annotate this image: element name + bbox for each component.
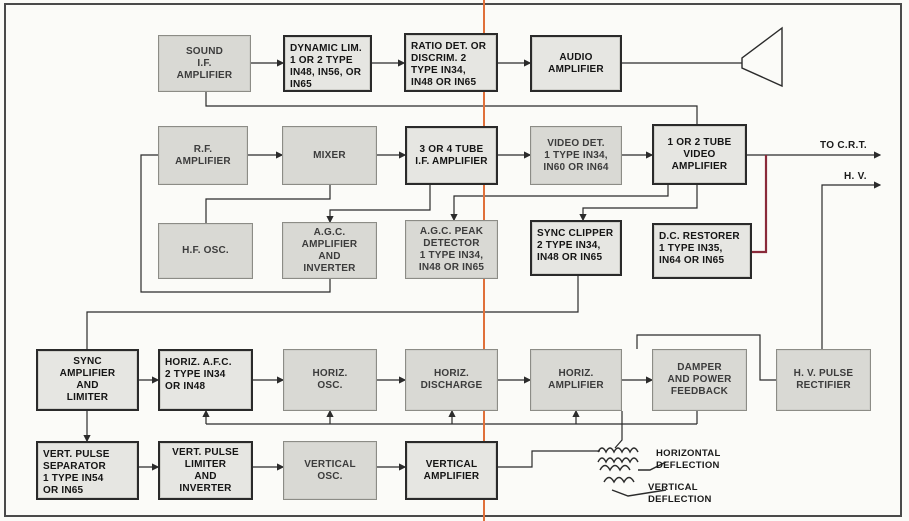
diagram-frame [4, 3, 902, 517]
block-label: AUDIO AMPLIFIER [548, 51, 604, 75]
wire-syncclip-to-syncamp [86, 276, 579, 349]
sync-amplifier-block: SYNC AMPLIFIER AND LIMITER [36, 349, 139, 411]
vert-pulse-separator-block: VERT. PULSE SEPARATOR 1 TYPE IN54 OR IN6… [36, 441, 139, 500]
block-label: DYNAMIC LIM. 1 OR 2 TYPE IN48, IN56, OR … [290, 43, 362, 90]
dc-restorer-block: D.C. RESTORER 1 TYPE IN35, IN64 OR IN65 [652, 223, 752, 279]
ratio-detector-block: RATIO DET. OR DISCRIM. 2 TYPE IN34, IN48… [404, 33, 498, 92]
block-label: RATIO DET. OR DISCRIM. 2 TYPE IN34, IN48… [411, 41, 487, 88]
agc-amplifier-block: A.G.C. AMPLIFIER AND INVERTER [282, 222, 377, 279]
block-label: HORIZ. DISCHARGE [420, 368, 483, 391]
horiz-osc-block: HORIZ. OSC. [283, 349, 377, 411]
hv-pulse-rectifier-block: H. V. PULSE RECTIFIER [776, 349, 871, 411]
wire-hamp-to-yoke [614, 411, 623, 449]
dynamic-limiter-block: DYNAMIC LIM. 1 OR 2 TYPE IN48, IN56, OR … [283, 35, 372, 92]
deflection-coils-icon [597, 447, 667, 497]
block-label: DAMPER AND POWER FEEDBACK [667, 362, 732, 397]
horizontal-deflection-label: HORIZONTAL DEFLECTION [656, 448, 721, 471]
block-label: MIXER [313, 149, 346, 161]
sync-clipper-block: SYNC CLIPPER 2 TYPE IN34, IN48 OR IN65 [530, 220, 622, 276]
vertical-osc-block: VERTICAL OSC. [283, 441, 377, 500]
block-label: D.C. RESTORER 1 TYPE IN35, IN64 OR IN65 [659, 231, 740, 266]
vertical-amplifier-block: VERTICAL AMPLIFIER [405, 441, 498, 500]
audio-amplifier-block: AUDIO AMPLIFIER [530, 35, 622, 92]
horiz-afc-block: HORIZ. A.F.C. 2 TYPE IN34 OR IN48 [158, 349, 253, 411]
wire-vamp-to-yoke [498, 450, 600, 468]
wire-if-to-agc [326, 185, 431, 224]
video-detector-block: VIDEO DET. 1 TYPE IN34, IN60 OR IN64 [530, 126, 622, 185]
wire-hfosc-to-mixer [205, 185, 331, 223]
video-amplifier-block: 1 OR 2 TUBE VIDEO AMPLIFIER [652, 124, 747, 185]
block-label: A.G.C. PEAK DETECTOR 1 TYPE IN34, IN48 O… [418, 225, 485, 273]
wire-videoamp-to-syncclip [579, 185, 698, 222]
block-label: H. V. PULSE RECTIFIER [793, 368, 854, 391]
block-label: VERTICAL OSC. [304, 458, 356, 482]
block-label: A.G.C. AMPLIFIER AND INVERTER [301, 226, 358, 274]
block-label: 1 OR 2 TUBE VIDEO AMPLIFIER [667, 136, 732, 172]
damper-block: DAMPER AND POWER FEEDBACK [652, 349, 747, 411]
horiz-discharge-block: HORIZ. DISCHARGE [405, 349, 498, 411]
block-label: SYNC CLIPPER 2 TYPE IN34, IN48 OR IN65 [537, 228, 614, 263]
block-label: VERT. PULSE LIMITER AND INVERTER [172, 446, 239, 494]
block-label: SYNC AMPLIFIER AND LIMITER [59, 356, 116, 403]
block-label: VERT. PULSE SEPARATOR 1 TYPE IN54 OR IN6… [43, 449, 110, 496]
vert-pulse-limiter-block: VERT. PULSE LIMITER AND INVERTER [158, 441, 253, 500]
block-label: HORIZ. AMPLIFIER [548, 368, 604, 391]
block-label: HORIZ. OSC. [312, 368, 348, 391]
wire-hv-rect-out [821, 181, 882, 349]
vertical-deflection-label: VERTICAL DEFLECTION [648, 482, 712, 505]
hf-oscillator-block: H.F. OSC. [158, 223, 253, 279]
sound-if-amplifier-block: SOUND I.F. AMPLIFIER [158, 35, 251, 92]
horiz-amplifier-block: HORIZ. AMPLIFIER [530, 349, 622, 411]
block-label: 3 OR 4 TUBE I.F. AMPLIFIER [415, 143, 488, 167]
wire-damper-to-hv [636, 334, 776, 381]
wire-videoamp-to-agcpeak [450, 185, 669, 222]
hv-label: H. V. [844, 171, 867, 182]
block-label: VIDEO DET. 1 TYPE IN34, IN60 OR IN64 [543, 137, 609, 173]
wire-agc-to-rf [140, 154, 331, 293]
block-label: HORIZ. A.F.C. 2 TYPE IN34 OR IN48 [165, 357, 232, 392]
wire-dcrestorer-link [752, 155, 768, 254]
agc-peak-detector-block: A.G.C. PEAK DETECTOR 1 TYPE IN34, IN48 O… [405, 220, 498, 279]
to-crt-label: TO C.R.T. [820, 140, 867, 151]
mixer-block: MIXER [282, 126, 377, 185]
rf-amplifier-block: R.F. AMPLIFIER [158, 126, 248, 185]
block-label: H.F. OSC. [182, 245, 229, 256]
if-amplifier-block: 3 OR 4 TUBE I.F. AMPLIFIER [405, 126, 498, 185]
block-label: SOUND I.F. AMPLIFIER [176, 45, 233, 81]
block-label: VERTICAL AMPLIFIER [423, 458, 480, 482]
block-label: R.F. AMPLIFIER [175, 143, 231, 167]
speaker-icon [741, 26, 783, 88]
